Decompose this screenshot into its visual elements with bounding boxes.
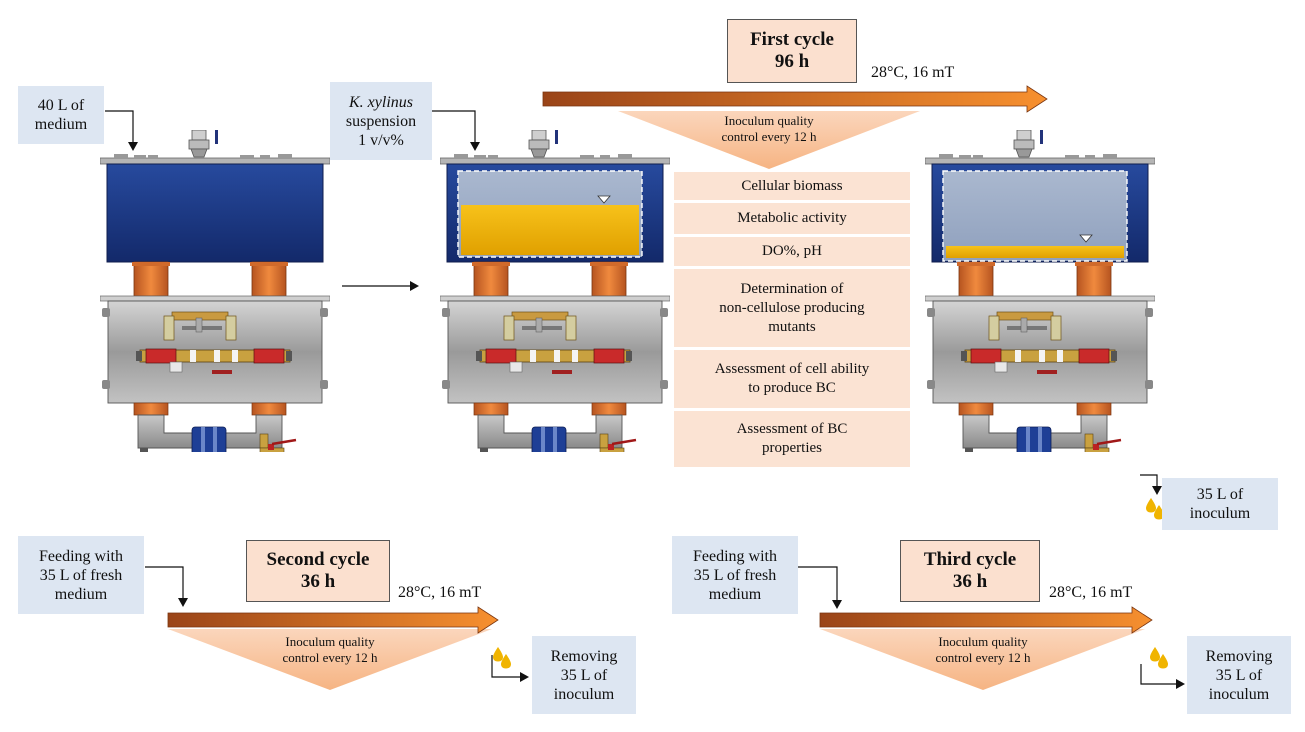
conditions-first: 28°C, 16 mT (871, 64, 955, 81)
second-cycle-box: Second cycle 36 h (246, 540, 390, 602)
bioreactor-icon (100, 130, 330, 452)
qc-item-bc-properties: Assessment of BC properties (674, 411, 910, 467)
arrow-right-icon (410, 281, 419, 291)
qc-item-mutants: Determination of non-cellulose producing… (674, 269, 910, 347)
arrow-right-icon (819, 606, 1153, 634)
second-cycle-arrow (167, 606, 499, 690)
conditions-third: 28°C, 16 mT (1049, 584, 1133, 601)
connector-feed3 (798, 566, 838, 604)
arrow-right-icon (542, 85, 1048, 113)
third-cycle-box: Third cycle 36 h (900, 540, 1040, 602)
quality-note-second: Inoculum quality control every 12 h (282, 634, 378, 665)
label-removing-2: Removing 35 L of inoculum (532, 636, 636, 714)
bioreactor-empty (100, 130, 330, 452)
bioreactor-full (440, 130, 670, 452)
qc-item-biomass: Cellular biomass (674, 172, 910, 200)
label-feeding-2: Feeding with 35 L of fresh medium (18, 536, 144, 614)
connector-remove2 (491, 655, 522, 678)
level-indicator-icon (597, 195, 611, 204)
label-35l-inoculum: 35 L of inoculum (1162, 478, 1278, 530)
conditions-second: 28°C, 16 mT (398, 584, 482, 601)
label-feeding-3: Feeding with 35 L of fresh medium (672, 536, 798, 614)
drop-icon (493, 647, 511, 669)
bioreactor-low (925, 130, 1155, 452)
label-40l-medium: 40 L of medium (18, 86, 104, 144)
culture-medium-level (461, 205, 639, 255)
quality-note-first: Inoculum quality control every 12 h (721, 113, 817, 144)
qc-item-metabolic: Metabolic activity (674, 203, 910, 234)
label-removing-3: Removing 35 L of inoculum (1187, 636, 1291, 714)
label-kx-suspension: K. xylinus suspension 1 v/v% (330, 82, 432, 160)
third-cycle-arrow (819, 606, 1153, 690)
level-indicator-icon (1079, 234, 1093, 243)
quality-note-third: Inoculum quality control every 12 h (935, 634, 1031, 665)
drop-icon (1150, 647, 1168, 669)
arrow-right-icon (167, 606, 499, 634)
first-cycle-arrow (542, 85, 1048, 169)
culture-medium-level (946, 246, 1124, 258)
connector-feed2 (145, 566, 184, 602)
first-cycle-box: First cycle 96 h (727, 19, 857, 83)
qc-item-do-ph: DO%, pH (674, 237, 910, 266)
connector-medium (105, 110, 134, 148)
qc-item-cell-ability: Assessment of cell ability to produce BC (674, 350, 910, 408)
connector-kx (432, 110, 476, 148)
connector-remove3 (1140, 664, 1178, 685)
